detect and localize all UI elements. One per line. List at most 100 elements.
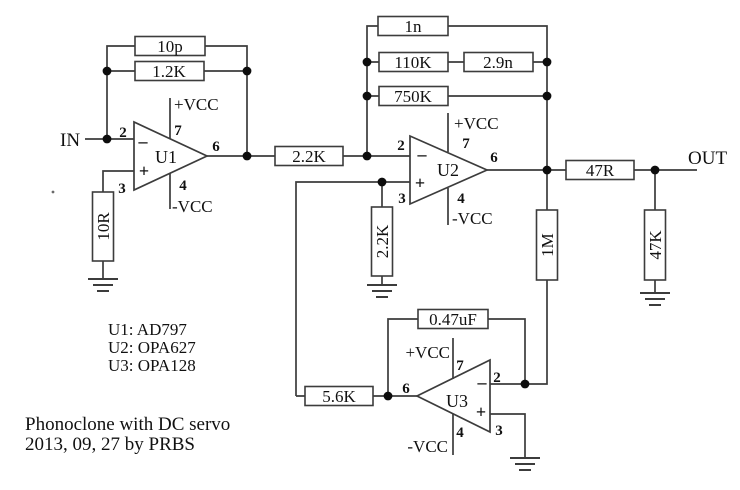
junction-dot: [542, 91, 552, 101]
component-value: 110K: [394, 53, 432, 72]
pin-number-noninv: 3: [495, 423, 503, 439]
opamp-name: U2: [437, 160, 459, 180]
cap-2.9n: 2.9n: [463, 51, 534, 73]
opamp-u3-triangle: [415, 358, 491, 434]
junction-dot: [242, 66, 252, 76]
junction-dot: [383, 391, 393, 401]
vcc-pos-label: +VCC: [174, 95, 219, 114]
res-5.6k: 5.6K: [304, 385, 374, 407]
output-label: OUT: [688, 148, 727, 169]
component-body: [370, 206, 394, 277]
pin-number-noninv: 3: [118, 181, 126, 197]
cap-1n: 1n: [377, 15, 449, 37]
ground-symbol-load: [640, 292, 670, 306]
caption-line1: Phonoclone with DC servo: [25, 414, 230, 435]
component-value: 1M: [538, 233, 557, 257]
parts-list-u2: U2: OPA627: [108, 338, 196, 357]
pin-number-out: 6: [490, 150, 498, 166]
parts-list: U1: AD797 U2: OPA627 U3: OPA128: [108, 320, 196, 375]
junction-dot: [102, 66, 112, 76]
pin-number-vneg: 4: [457, 191, 465, 207]
input-label: IN: [60, 130, 80, 151]
pin-number-vpos: 7: [456, 358, 464, 374]
res-10r: 10R: [91, 191, 115, 262]
pin-number-out: 6: [212, 139, 220, 155]
opamp-u1-labels: U1 – + 2 3 7 4 6 +VCC -VCC: [118, 95, 220, 216]
component-body: [643, 209, 667, 281]
vcc-neg-label: -VCC: [452, 209, 493, 228]
pin-number-vneg: 4: [456, 425, 464, 441]
inverting-symbol: –: [477, 372, 488, 392]
component-body: [417, 308, 489, 330]
component-body: [274, 145, 344, 167]
junction-dots: [51, 57, 660, 401]
component-value: 2.9n: [483, 53, 513, 72]
res-1.2k: 1.2K: [134, 60, 205, 82]
component-value: 10p: [157, 37, 183, 56]
component-value: 47R: [586, 161, 615, 180]
component-value: 1n: [405, 17, 423, 36]
opamp-name: U1: [155, 147, 177, 167]
junction-dot: [362, 91, 372, 101]
inverting-symbol: –: [138, 131, 149, 151]
vcc-neg-label: -VCC: [407, 437, 448, 456]
noninverting-symbol: +: [415, 173, 425, 193]
junction-dot: [362, 57, 372, 67]
junction-dot: [377, 177, 387, 187]
component-value: 750K: [394, 87, 433, 106]
component-body: [134, 60, 205, 82]
pin-number-out: 6: [402, 381, 410, 397]
component-value: 10R: [94, 212, 113, 241]
caption-line2: 2013, 09, 27 by PRBS: [25, 434, 195, 455]
junction-dot: [650, 165, 660, 175]
pin-number-inv: 2: [119, 125, 127, 141]
junction-dot: [362, 151, 372, 161]
noninverting-symbol: +: [476, 402, 486, 422]
pin-number-inv: 2: [397, 138, 405, 154]
junction-dot: [542, 165, 552, 175]
cap-0.47uf: 0.47uF: [417, 308, 489, 330]
ground-symbol-u3: [510, 457, 540, 471]
component-value: 2.2K: [373, 224, 392, 258]
component-body: [134, 35, 206, 57]
res-750k: 750K: [378, 85, 449, 107]
vcc-pos-label: +VCC: [405, 343, 450, 362]
res-47k: 47K: [643, 209, 667, 281]
opamp-u2-labels: U2 – + 2 3 7 4 6 +VCC -VCC: [397, 114, 498, 228]
inverting-symbol: –: [417, 144, 428, 164]
component-value: 1.2K: [152, 62, 186, 81]
pin-number-vpos: 7: [462, 136, 470, 152]
res-110k: 110K: [378, 51, 449, 73]
res-2.2k-gnd: 2.2K: [370, 206, 394, 277]
junction-dot: [242, 151, 252, 161]
ground-symbol-u2: [367, 284, 397, 298]
parts-list-u1: U1: AD797: [108, 320, 187, 339]
res-2.2k-series: 2.2K: [274, 145, 344, 167]
pin-number-vneg: 4: [179, 178, 187, 194]
opamp-u3-labels: U3 – + 2 3 7 4 6 +VCC -VCC: [402, 343, 503, 456]
parts-list-u3: U3: OPA128: [108, 356, 196, 375]
res-1m: 1M: [535, 209, 559, 281]
component-body: [304, 385, 374, 407]
component-body: [535, 209, 559, 281]
noninverting-symbol: +: [139, 161, 149, 181]
res-47r: 47R: [565, 159, 635, 181]
component-value: 2.2K: [292, 147, 326, 166]
component-value: 0.47uF: [429, 310, 477, 329]
opamp-name: U3: [446, 391, 468, 411]
junction-dot: [542, 57, 552, 67]
pin-number-noninv: 3: [398, 191, 406, 207]
cap-10p: 10p: [134, 35, 206, 57]
component-body: [565, 159, 635, 181]
title-caption: Phonoclone with DC servo 2013, 09, 27 by…: [25, 414, 230, 455]
stray-speck: [51, 190, 55, 194]
component-value: 47K: [646, 230, 665, 260]
junction-dot: [102, 134, 112, 144]
component-value: 5.6K: [322, 387, 356, 406]
vcc-neg-label: -VCC: [172, 197, 213, 216]
vcc-pos-label: +VCC: [454, 114, 499, 133]
component-body: [378, 51, 449, 73]
opamp-u1-triangle: [133, 120, 210, 192]
component-body: [377, 15, 449, 37]
